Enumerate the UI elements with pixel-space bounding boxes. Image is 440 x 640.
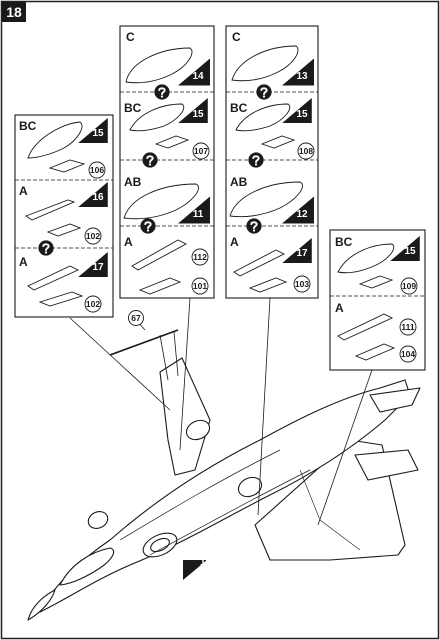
- adapter-part: [138, 277, 182, 295]
- panel-left: BC 15 106 A 16 102 A 17 102: [14, 114, 114, 318]
- rail-part: [131, 239, 187, 271]
- panel-far-right: BC 15 109 A 111 104: [329, 229, 426, 371]
- leader-lines: [69, 297, 373, 526]
- mid-ab-variant: AB: [124, 175, 142, 189]
- horizontal-tail: [354, 449, 419, 481]
- landing-gear-hub: [237, 476, 263, 498]
- leader-right-panel: [257, 297, 271, 516]
- fuel-tank-part: [231, 45, 299, 82]
- right-ab-variant: AB: [230, 175, 248, 189]
- rack-part: [260, 135, 296, 149]
- farright-bc-subpart: 109: [402, 281, 416, 291]
- panel-line: [119, 449, 281, 541]
- left-a-part-16: 16: [92, 192, 104, 203]
- right-ab-part: 12: [296, 209, 308, 220]
- bomb-rack: [248, 277, 288, 293]
- farright-bc-variant: BC: [335, 235, 353, 249]
- fuel-tank-part: [125, 47, 193, 84]
- left-a2-subpart: 102: [86, 299, 100, 309]
- aircraft-drawing: [27, 357, 421, 621]
- right-bc-part: 15: [296, 109, 308, 120]
- right-c-part: 13: [296, 71, 308, 82]
- mid-bc-subpart: 107: [194, 146, 208, 156]
- pylon-part: [129, 103, 185, 132]
- panel-right: C 13 BC 15 108 AB 12 A 17 103: [225, 25, 319, 299]
- right-a-variant: A: [230, 235, 239, 249]
- adapter-part: [354, 343, 396, 361]
- farright-bc-part: 15: [404, 246, 416, 257]
- question-circle-icon: [140, 218, 156, 234]
- left-a2-part-17: 17: [92, 262, 104, 273]
- question-circle-icon: [246, 218, 262, 234]
- question-circle-icon: [256, 84, 272, 100]
- mid-c-part: 14: [192, 71, 204, 82]
- question-circle-icon: [248, 152, 264, 168]
- air-intake: [87, 511, 109, 529]
- mid-a-subpart-b: 101: [193, 281, 207, 291]
- mid-a-variant: A: [124, 235, 133, 249]
- engine-nozzle-inner: [150, 537, 170, 553]
- bottom-arrow-label: 10: [200, 557, 212, 568]
- farright-a-variant: A: [335, 301, 344, 315]
- bomb-rack: [38, 291, 84, 307]
- leader-left-panel: [69, 317, 171, 411]
- mid-c-variant: C: [126, 30, 135, 44]
- leader-far-right-panel: [317, 369, 373, 526]
- question-circle-icon: [142, 152, 158, 168]
- tail-cone: [369, 387, 421, 413]
- launcher-rail: [46, 223, 82, 237]
- rack-part: [154, 135, 190, 149]
- question-circle-icon: [154, 84, 170, 100]
- left-a2-variant: A: [19, 255, 28, 269]
- left-bc-variant: BC: [19, 119, 37, 133]
- nose-cone: [27, 589, 56, 621]
- rack-part: [48, 159, 86, 173]
- leader-middle-panel: [179, 297, 191, 451]
- callout-67-label: 67: [131, 313, 141, 323]
- right-a-part: 17: [296, 248, 308, 259]
- bomb-part: [233, 249, 286, 277]
- canopy: [59, 547, 115, 586]
- left-a-subpart-1: 102: [86, 231, 100, 241]
- bomb-part: [27, 265, 80, 291]
- left-bc-part: 15: [92, 128, 104, 139]
- antenna-part-67: 67: [109, 310, 179, 381]
- vertical-fin: [159, 357, 211, 476]
- rail-part: [337, 313, 394, 341]
- panel-line: [149, 469, 311, 556]
- rack-part: [358, 275, 394, 289]
- farright-a-subpart-a: 111: [401, 322, 415, 332]
- farright-a-subpart-b: 104: [401, 349, 415, 359]
- pylon-part: [235, 103, 291, 132]
- drop-tank-part: [229, 181, 303, 218]
- pylon-part: [337, 243, 395, 274]
- right-a-subpart: 103: [295, 279, 309, 289]
- pylon-part: [27, 121, 83, 159]
- step-number: 18: [6, 4, 22, 20]
- right-c-variant: C: [232, 30, 241, 44]
- question-circle-icon: [38, 240, 54, 256]
- fuselage: [39, 379, 411, 613]
- left-a-variant: A: [19, 184, 28, 198]
- panel-middle: C 14 BC 15 107 AB 11 A 112 101: [119, 25, 215, 299]
- intake-ring: [185, 419, 211, 441]
- right-bc-subpart: 108: [299, 146, 313, 156]
- missile-part: [25, 199, 76, 221]
- left-bc-subpart: 106: [90, 165, 104, 175]
- mid-bc-part: 15: [192, 109, 204, 120]
- drop-tank-part: [123, 183, 199, 220]
- mid-ab-part: 11: [193, 209, 204, 220]
- step-number-tab: 18: [2, 2, 26, 22]
- right-bc-variant: BC: [230, 101, 248, 115]
- mid-a-subpart-a: 112: [193, 252, 207, 262]
- view-arrow-10: 10: [183, 557, 212, 580]
- mid-bc-variant: BC: [124, 101, 142, 115]
